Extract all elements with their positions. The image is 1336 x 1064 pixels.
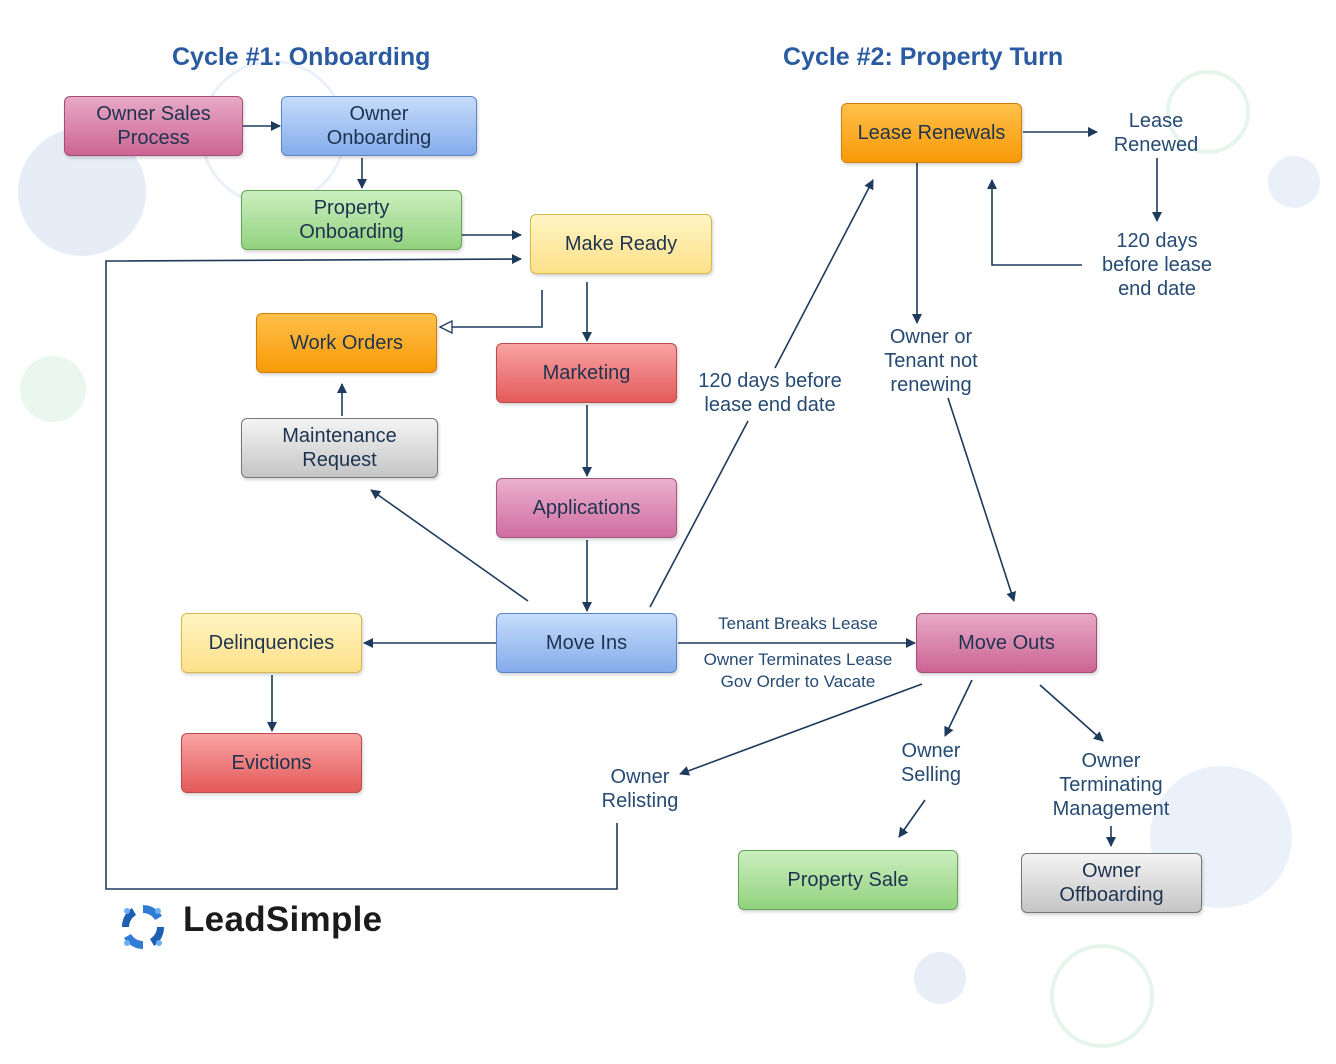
make-ready-box: Make Ready	[530, 214, 712, 274]
owner-terminates-lease-label: Owner Terminates Lease Gov Order to Vaca…	[703, 650, 893, 691]
lease-renewed-label: Lease Renewed	[1113, 110, 1199, 156]
tenant-breaks-lease-label: Tenant Breaks Lease	[718, 614, 878, 633]
cycle-1-title: Cycle #1: Onboarding	[172, 43, 431, 71]
applications-box: Applications	[496, 478, 677, 538]
decor-ring	[1166, 70, 1250, 154]
evictions-box: Evictions	[181, 733, 362, 793]
move-ins-box: Move Ins	[496, 613, 677, 673]
leadsimple-logo-icon	[121, 905, 165, 949]
lease-renewals-box: Lease Renewals	[841, 103, 1022, 163]
owner-selling-label: Owner Selling	[900, 740, 962, 786]
arrow-make-ready-to-work-orders	[440, 290, 543, 327]
arrow-move-ins-to-maintenance	[370, 489, 529, 602]
owner-terminating-management-label: Owner Terminating Management	[1052, 750, 1170, 820]
marketing-box: Marketing	[496, 343, 677, 403]
arrow-120-days-to-renewals	[987, 179, 1082, 266]
arrow-move-outs-to-selling	[944, 679, 973, 737]
arrow-not-renewing-to-move-outs	[947, 397, 1016, 602]
days-120-before-lease-end-mid-label: 120 days before lease end date	[698, 370, 842, 416]
days-120-before-lease-end-right-label: 120 days before lease end date	[1101, 230, 1213, 300]
owner-offboarding-box: Owner Offboarding	[1021, 853, 1202, 913]
decor-circle	[1268, 156, 1320, 208]
arrow-move-outs-to-terminating	[1039, 684, 1104, 742]
delinquencies-box: Delinquencies	[181, 613, 362, 673]
decor-ring	[1050, 944, 1154, 1048]
owner-onboarding-box: Owner Onboarding	[281, 96, 477, 156]
leadsimple-logo-text: LeadSimple	[183, 900, 383, 939]
work-orders-box: Work Orders	[256, 313, 437, 373]
property-sale-box: Property Sale	[738, 850, 958, 910]
owner-or-tenant-not-renewing-label: Owner or Tenant not renewing	[884, 326, 978, 396]
move-outs-box: Move Outs	[916, 613, 1097, 673]
decor-circle	[914, 952, 966, 1004]
decor-circle	[20, 356, 86, 422]
arrow-move-ins-to-lease-renewals-b	[774, 179, 874, 369]
arrow-selling-to-property-sale	[898, 799, 926, 838]
owner-relisting-label: Owner Relisting	[601, 766, 679, 812]
arrow-move-ins-to-lease-renewals-a	[649, 420, 749, 608]
owner-sales-process-box: Owner Sales Process	[64, 96, 243, 156]
arrow-move-outs-to-relisting	[679, 683, 923, 776]
property-onboarding-box: Property Onboarding	[241, 190, 462, 250]
arrow-relisting-loop-to-make-ready	[105, 254, 618, 890]
cycle-2-title: Cycle #2: Property Turn	[783, 43, 1064, 71]
maintenance-request-box: Maintenance Request	[241, 418, 438, 478]
